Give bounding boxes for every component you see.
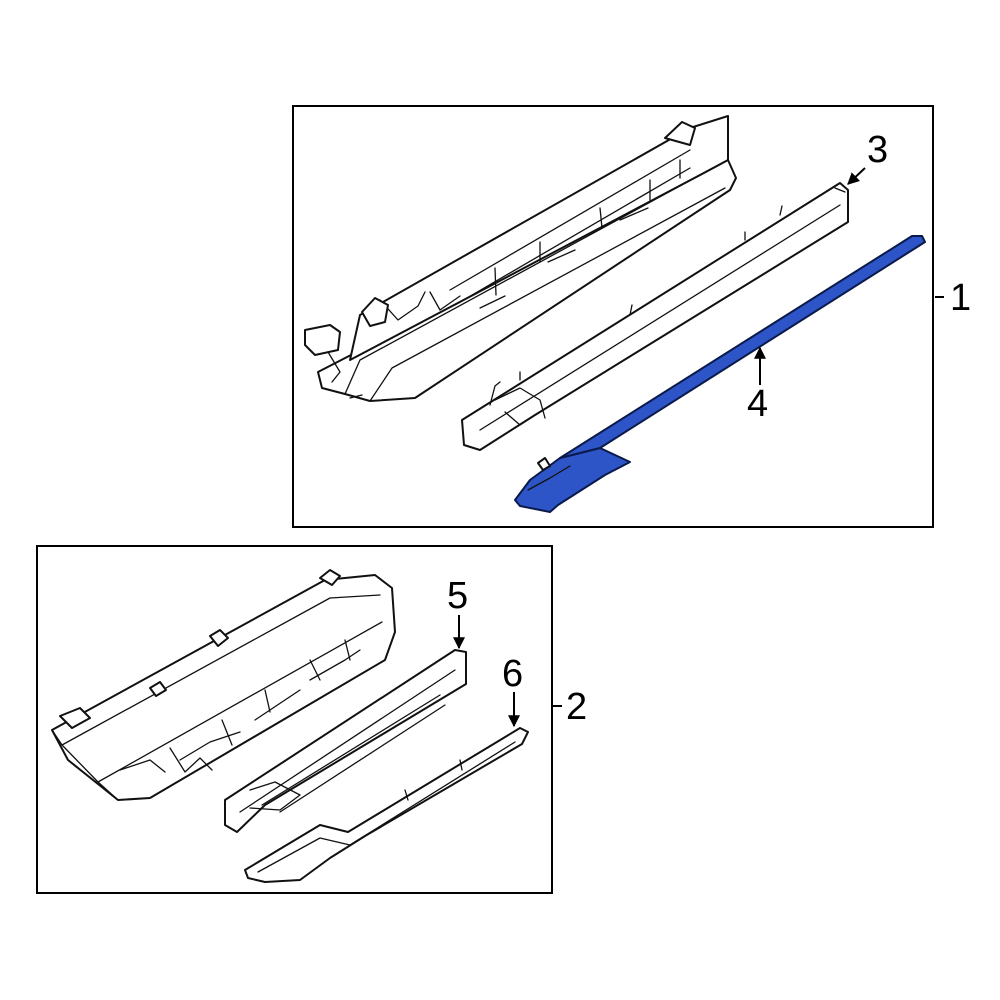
callout-6: 6 <box>502 653 523 695</box>
callout-2: 2 <box>566 686 587 728</box>
callout-4: 4 <box>747 383 768 425</box>
upper-assembly-frame <box>292 105 934 528</box>
moulding-highlight <box>514 447 631 513</box>
callout-1: 1 <box>950 277 971 319</box>
lower-assembly-group: 2 5 6 <box>36 545 587 894</box>
sill-panel-part-5[interactable] <box>224 649 467 833</box>
moulding-part-4[interactable] <box>514 235 926 513</box>
trim-strip-part-6[interactable] <box>244 727 529 883</box>
callout-3: 3 <box>867 129 888 171</box>
lower-bracket-part[interactable] <box>51 569 396 801</box>
callout-5: 5 <box>447 575 468 617</box>
upper-bracket-part[interactable] <box>304 115 737 402</box>
lower-assembly-frame <box>36 545 553 894</box>
upper-assembly-group: 1 3 4 <box>292 105 971 528</box>
sill-panel-part-3[interactable] <box>461 182 849 451</box>
leader-arrow-3 <box>847 167 866 185</box>
